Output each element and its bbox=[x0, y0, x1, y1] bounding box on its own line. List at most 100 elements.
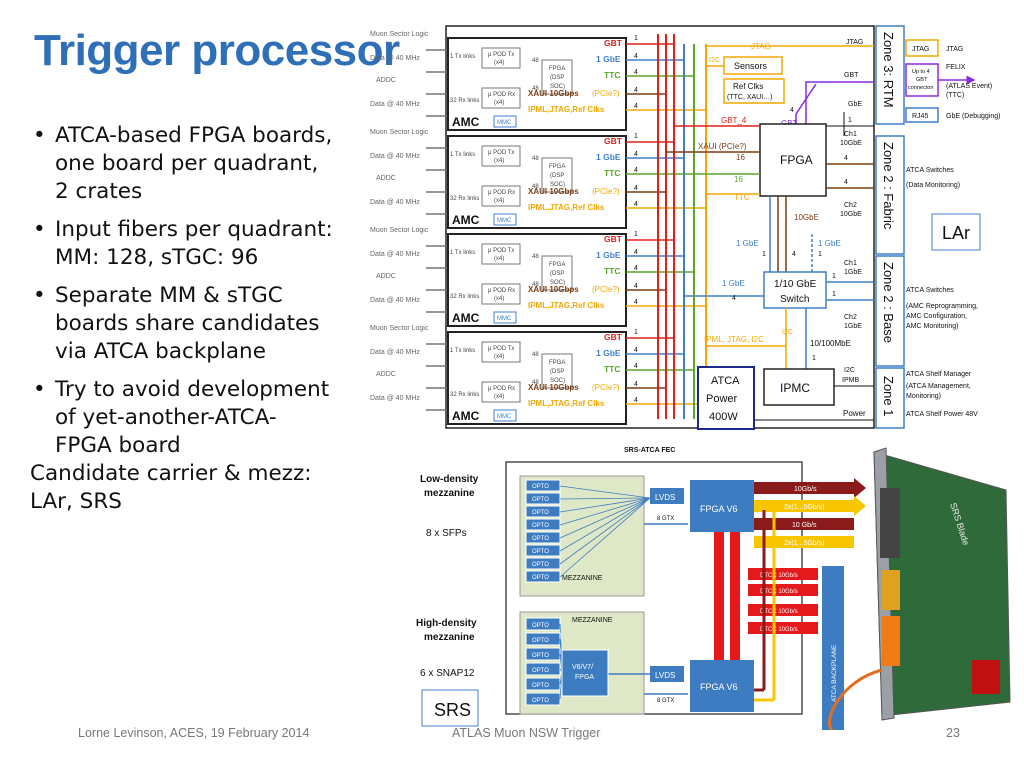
tx-links-label: 1 Tx links bbox=[450, 250, 475, 256]
i2c-label: I2C bbox=[709, 57, 720, 64]
opto-label: OPTO bbox=[532, 497, 549, 503]
bullet-dot-icon: • bbox=[33, 217, 46, 242]
atca-power-l1: ATCA bbox=[711, 375, 740, 387]
rx-links-label: 32 Rx links bbox=[450, 196, 479, 202]
one-gbe-label-right: 1 GbE bbox=[818, 239, 841, 248]
count-label: 1 bbox=[634, 35, 638, 42]
zone-2-base-label: Zone 2 : Base bbox=[881, 262, 896, 343]
amc-fpga-l1: FPGA bbox=[549, 262, 565, 268]
bullet-line: one board per quadrant, bbox=[55, 151, 319, 176]
input-label: Data @ 40 MHz bbox=[370, 251, 420, 258]
low-density-l2: mezzanine bbox=[424, 488, 475, 499]
link-label: 10 Gb/s bbox=[792, 522, 817, 529]
tx-links-label: 1 Tx links bbox=[450, 54, 475, 60]
amc-fpga-l1: FPGA bbox=[549, 360, 565, 366]
switch-label-1: 1/10 GbE bbox=[774, 279, 817, 290]
count-label: 4 bbox=[790, 107, 794, 114]
num48-label: 48 bbox=[532, 184, 539, 190]
x4-label: (x4) bbox=[494, 198, 504, 204]
gtx-label: 8 GTX bbox=[657, 698, 674, 704]
gbe-right-label: GbE bbox=[848, 101, 862, 108]
bullet-line: via ATCA backplane bbox=[55, 339, 266, 364]
fpga-v6-label: FPGA V6 bbox=[700, 504, 738, 514]
ttc-label: TTC bbox=[734, 193, 750, 202]
xaui-label: XAUI 10Gbps bbox=[528, 383, 579, 392]
fpga-label: FPGA bbox=[780, 153, 813, 167]
slide-title: Trigger processor bbox=[34, 26, 400, 75]
mmc-label: MMC bbox=[497, 218, 512, 224]
amc-fpga-l1: FPGA bbox=[549, 164, 565, 170]
gbt-label: GBT bbox=[604, 332, 623, 342]
link-label: 2x(1...5Gb/s) bbox=[784, 540, 824, 547]
pcie-label: (PCIe?) bbox=[592, 187, 620, 196]
count-label: 4 bbox=[634, 363, 638, 370]
count-label: 1 bbox=[832, 291, 836, 298]
i2c-right-label: I2C bbox=[844, 367, 855, 374]
bullet-dot-icon: • bbox=[33, 123, 46, 148]
atca-board-outline bbox=[445, 25, 875, 429]
count-label: 4 bbox=[634, 397, 638, 404]
fpga-v6-top bbox=[690, 480, 754, 532]
amc-fpga-l2: (DSP bbox=[550, 173, 564, 179]
opto-label: OPTO bbox=[532, 549, 549, 555]
switch-box bbox=[763, 271, 827, 309]
ttc-label: TTC bbox=[604, 168, 621, 178]
ext-label: AMC Monitoring) bbox=[906, 323, 959, 330]
num48-label: 48 bbox=[532, 380, 539, 386]
bullet-line: Input fibers per quadrant: bbox=[55, 217, 333, 242]
ext-label: AMC Configuration, bbox=[906, 313, 967, 320]
atca-power-l3: 400W bbox=[709, 411, 738, 423]
opto-label: OPTO bbox=[532, 668, 549, 674]
pod-rx-label: μ POD Rx bbox=[488, 386, 515, 392]
xaui-label: XAUI 10Gbps bbox=[528, 187, 579, 196]
opto-label: OPTO bbox=[532, 484, 549, 490]
one-gbe-switch-label: 1 GbE bbox=[722, 279, 745, 288]
num48-label: 48 bbox=[532, 254, 539, 260]
high-density-l1: High-density bbox=[416, 618, 477, 629]
count-label: 1 bbox=[818, 251, 822, 258]
ipml-label: IPML,JTAG,Ref Clks bbox=[528, 105, 605, 114]
ext-label: ATCA Shelf Power 48V bbox=[906, 411, 978, 418]
x4-label: (x4) bbox=[494, 256, 504, 262]
count-label: 4 bbox=[844, 155, 848, 162]
input-label: Data @ 40 MHz bbox=[370, 153, 420, 160]
ipml-label: IPML,JTAG,Ref Clks bbox=[528, 203, 605, 212]
count-label: 4 bbox=[634, 347, 638, 354]
footer-center: ATLAS Muon NSW Trigger bbox=[452, 726, 601, 740]
xaui-label: XAUI 10Gbps bbox=[528, 285, 579, 294]
amc-label: AMC bbox=[452, 115, 480, 129]
num48-label: 48 bbox=[532, 352, 539, 358]
rtm-gbt-l3: connecton bbox=[908, 85, 933, 91]
pod-rx-label: μ POD Rx bbox=[488, 92, 515, 98]
amc-fpga-l2: (DSP bbox=[550, 271, 564, 277]
bullet-dot-icon: • bbox=[33, 377, 46, 402]
count-label: 1 bbox=[634, 133, 638, 140]
xaui-pcie-label: XAUI (PCIe?) bbox=[698, 142, 747, 151]
opto-label: OPTO bbox=[532, 683, 549, 689]
opto-module bbox=[525, 557, 561, 570]
rj45-text: RJ45 bbox=[912, 113, 928, 120]
count-label: 4 bbox=[634, 53, 638, 60]
count-label: 1 bbox=[634, 231, 638, 238]
count-label: 1 bbox=[634, 329, 638, 336]
opto-module bbox=[525, 492, 561, 505]
amc-fpga-l3: SOC) bbox=[550, 378, 565, 384]
bullet-line: Separate MM & sTGC bbox=[55, 283, 283, 308]
dtcc-label: DTCC 10Gb/s bbox=[760, 627, 798, 633]
opto-label: OPTO bbox=[532, 698, 549, 704]
power-label: Power bbox=[843, 409, 866, 418]
amc-label: AMC bbox=[452, 213, 480, 227]
snap12-label: 6 x SNAP12 bbox=[420, 668, 475, 679]
mmc-label: MMC bbox=[497, 316, 512, 322]
zone-2-fabric-label: Zone 2 : Fabric bbox=[881, 142, 896, 230]
lvds-label: LVDS bbox=[655, 671, 675, 680]
gbt-label: GBT bbox=[604, 234, 623, 244]
ipmc-box bbox=[763, 368, 835, 406]
count-label: 4 bbox=[634, 249, 638, 256]
felix-l2: (ATLAS Event) bbox=[946, 83, 992, 90]
i2c-small-label: I2C bbox=[782, 329, 793, 336]
count-label: 4 bbox=[634, 299, 638, 306]
srs-tag: SRS bbox=[434, 700, 471, 720]
ext-label: (Data Monitoring) bbox=[906, 182, 960, 189]
